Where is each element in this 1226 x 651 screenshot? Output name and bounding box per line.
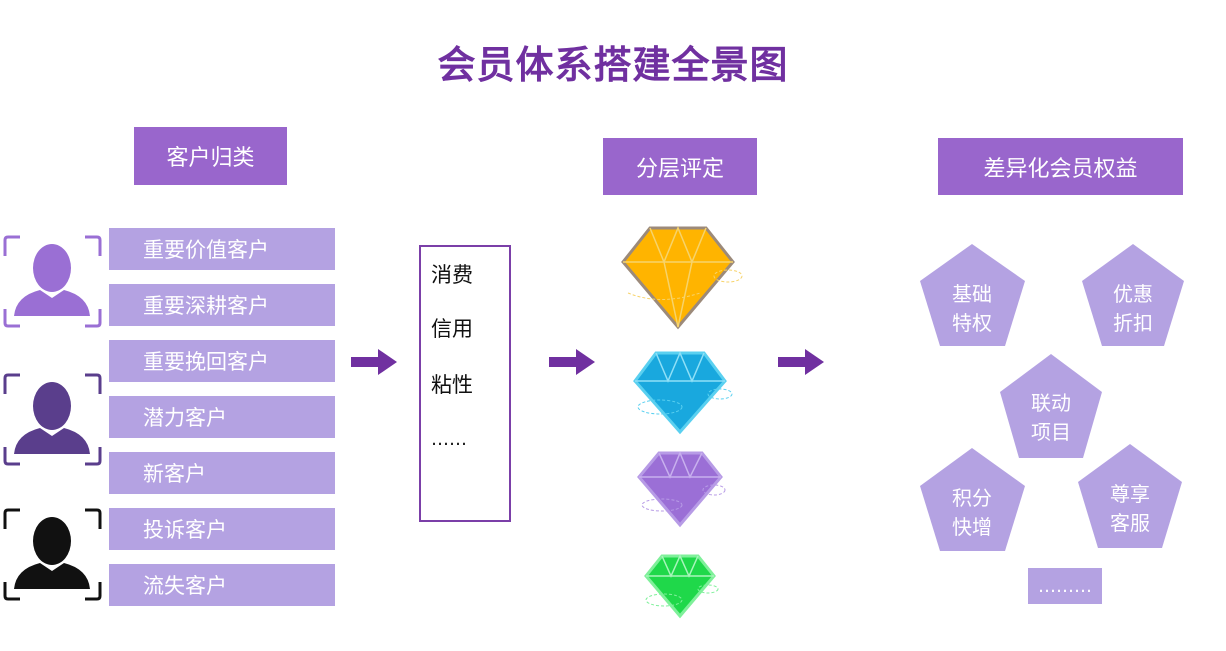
benefit-pentagon-points <box>920 448 1025 551</box>
benefit-pentagon-vip-service <box>1078 444 1182 548</box>
benefit-pentagon-discount <box>1082 244 1184 346</box>
right-arrow-icon <box>549 349 595 375</box>
diamond-blue-icon <box>633 351 733 435</box>
benefit-label-basic: 基础 特权 <box>922 280 1022 338</box>
benefit-label-vip-service: 尊享 客服 <box>1080 480 1180 538</box>
metric-item: …… <box>431 429 467 450</box>
benefit-label-line: 快增 <box>952 515 992 539</box>
right-arrow-icon <box>351 349 397 375</box>
header-tier-rating: 分层评定 <box>603 138 757 195</box>
benefit-label-line: 优惠 <box>1113 282 1153 306</box>
benefit-label-line: 基础 <box>952 282 992 306</box>
person-icon <box>3 508 102 601</box>
benefit-pentagon-basic <box>920 244 1025 346</box>
metric-item: 信用 <box>431 317 473 341</box>
benefit-pentagon-linked <box>1000 354 1102 458</box>
benefit-label-line: 项目 <box>1031 420 1071 444</box>
metric-item: 粘性 <box>431 373 473 397</box>
customer-category-item: 新客户 <box>109 452 335 494</box>
customer-category-item: 流失客户 <box>109 564 335 606</box>
benefit-label-discount: 优惠 折扣 <box>1083 280 1183 338</box>
benefit-label-line: 折扣 <box>1113 311 1153 335</box>
benefit-label-line: 积分 <box>952 486 992 510</box>
header-member-benefits: 差异化会员权益 <box>938 138 1183 195</box>
benefit-label-linked: 联动 项目 <box>1001 389 1101 447</box>
customer-category-item: 重要深耕客户 <box>109 284 335 326</box>
customer-category-item: 投诉客户 <box>109 508 335 550</box>
person-icon <box>3 373 102 466</box>
diamond-purple-icon <box>637 451 726 528</box>
header-customer-classify: 客户归类 <box>134 127 287 185</box>
benefit-label-line: 联动 <box>1031 391 1071 415</box>
diamond-green-icon <box>644 554 719 619</box>
right-arrow-icon <box>778 349 824 375</box>
more-benefits-box: ……… <box>1028 568 1102 604</box>
page-title: 会员体系搭建全景图 <box>437 43 789 87</box>
benefit-label-line: 客服 <box>1110 511 1150 535</box>
customer-category-item: 潜力客户 <box>109 396 335 438</box>
person-icon <box>3 235 102 328</box>
benefit-label-points: 积分 快增 <box>922 484 1022 542</box>
customer-category-item: 重要价值客户 <box>109 228 335 270</box>
diamond-gold-icon <box>621 226 743 330</box>
benefit-label-line: 尊享 <box>1110 482 1150 506</box>
customer-category-item: 重要挽回客户 <box>109 340 335 382</box>
benefit-label-line: 特权 <box>952 311 992 335</box>
metric-item: 消费 <box>431 263 473 287</box>
evaluation-metrics-box: 消费 信用 粘性 …… <box>419 245 511 522</box>
